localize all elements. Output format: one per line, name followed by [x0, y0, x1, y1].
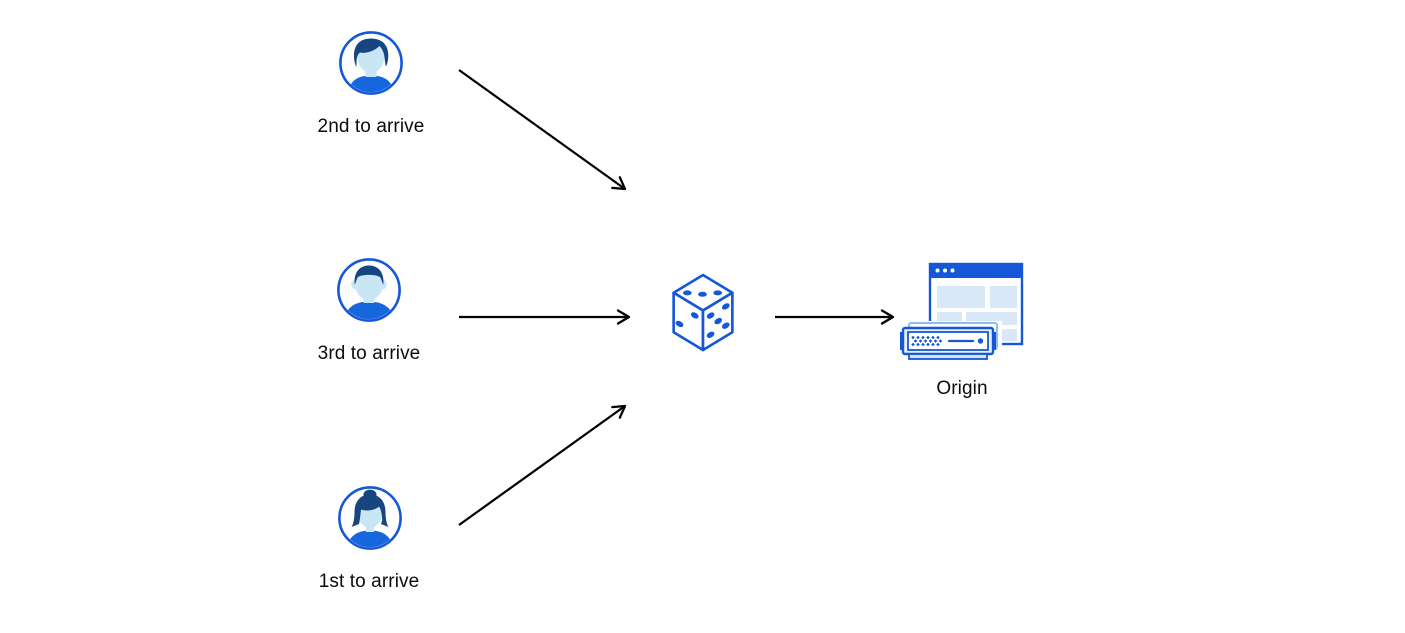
- client-label-3rd: 3rd to arrive: [317, 343, 421, 364]
- origin-node: Origin: [899, 261, 1025, 399]
- origin-label: Origin: [936, 378, 988, 399]
- user-man-swept-hair-icon: [339, 31, 403, 95]
- user-woman-bun-icon: [338, 486, 402, 550]
- client-label-2nd: 2nd to arrive: [317, 116, 425, 137]
- client-node-2nd: 2nd to arrive: [318, 30, 424, 137]
- client-node-3rd: 3rd to arrive: [318, 257, 420, 364]
- arrow-client-2nd-to-dice: [458, 69, 627, 191]
- server-icon: [899, 321, 1002, 362]
- arrow-client-1st-to-dice: [458, 404, 627, 526]
- dice-icon: [672, 273, 734, 352]
- client-label-1st: 1st to arrive: [318, 571, 420, 592]
- randomizer-node: [668, 272, 738, 353]
- client-node-1st: 1st to arrive: [319, 485, 419, 592]
- user-man-short-hair-icon: [337, 258, 401, 322]
- origin-server-browser-icon: [899, 262, 1024, 362]
